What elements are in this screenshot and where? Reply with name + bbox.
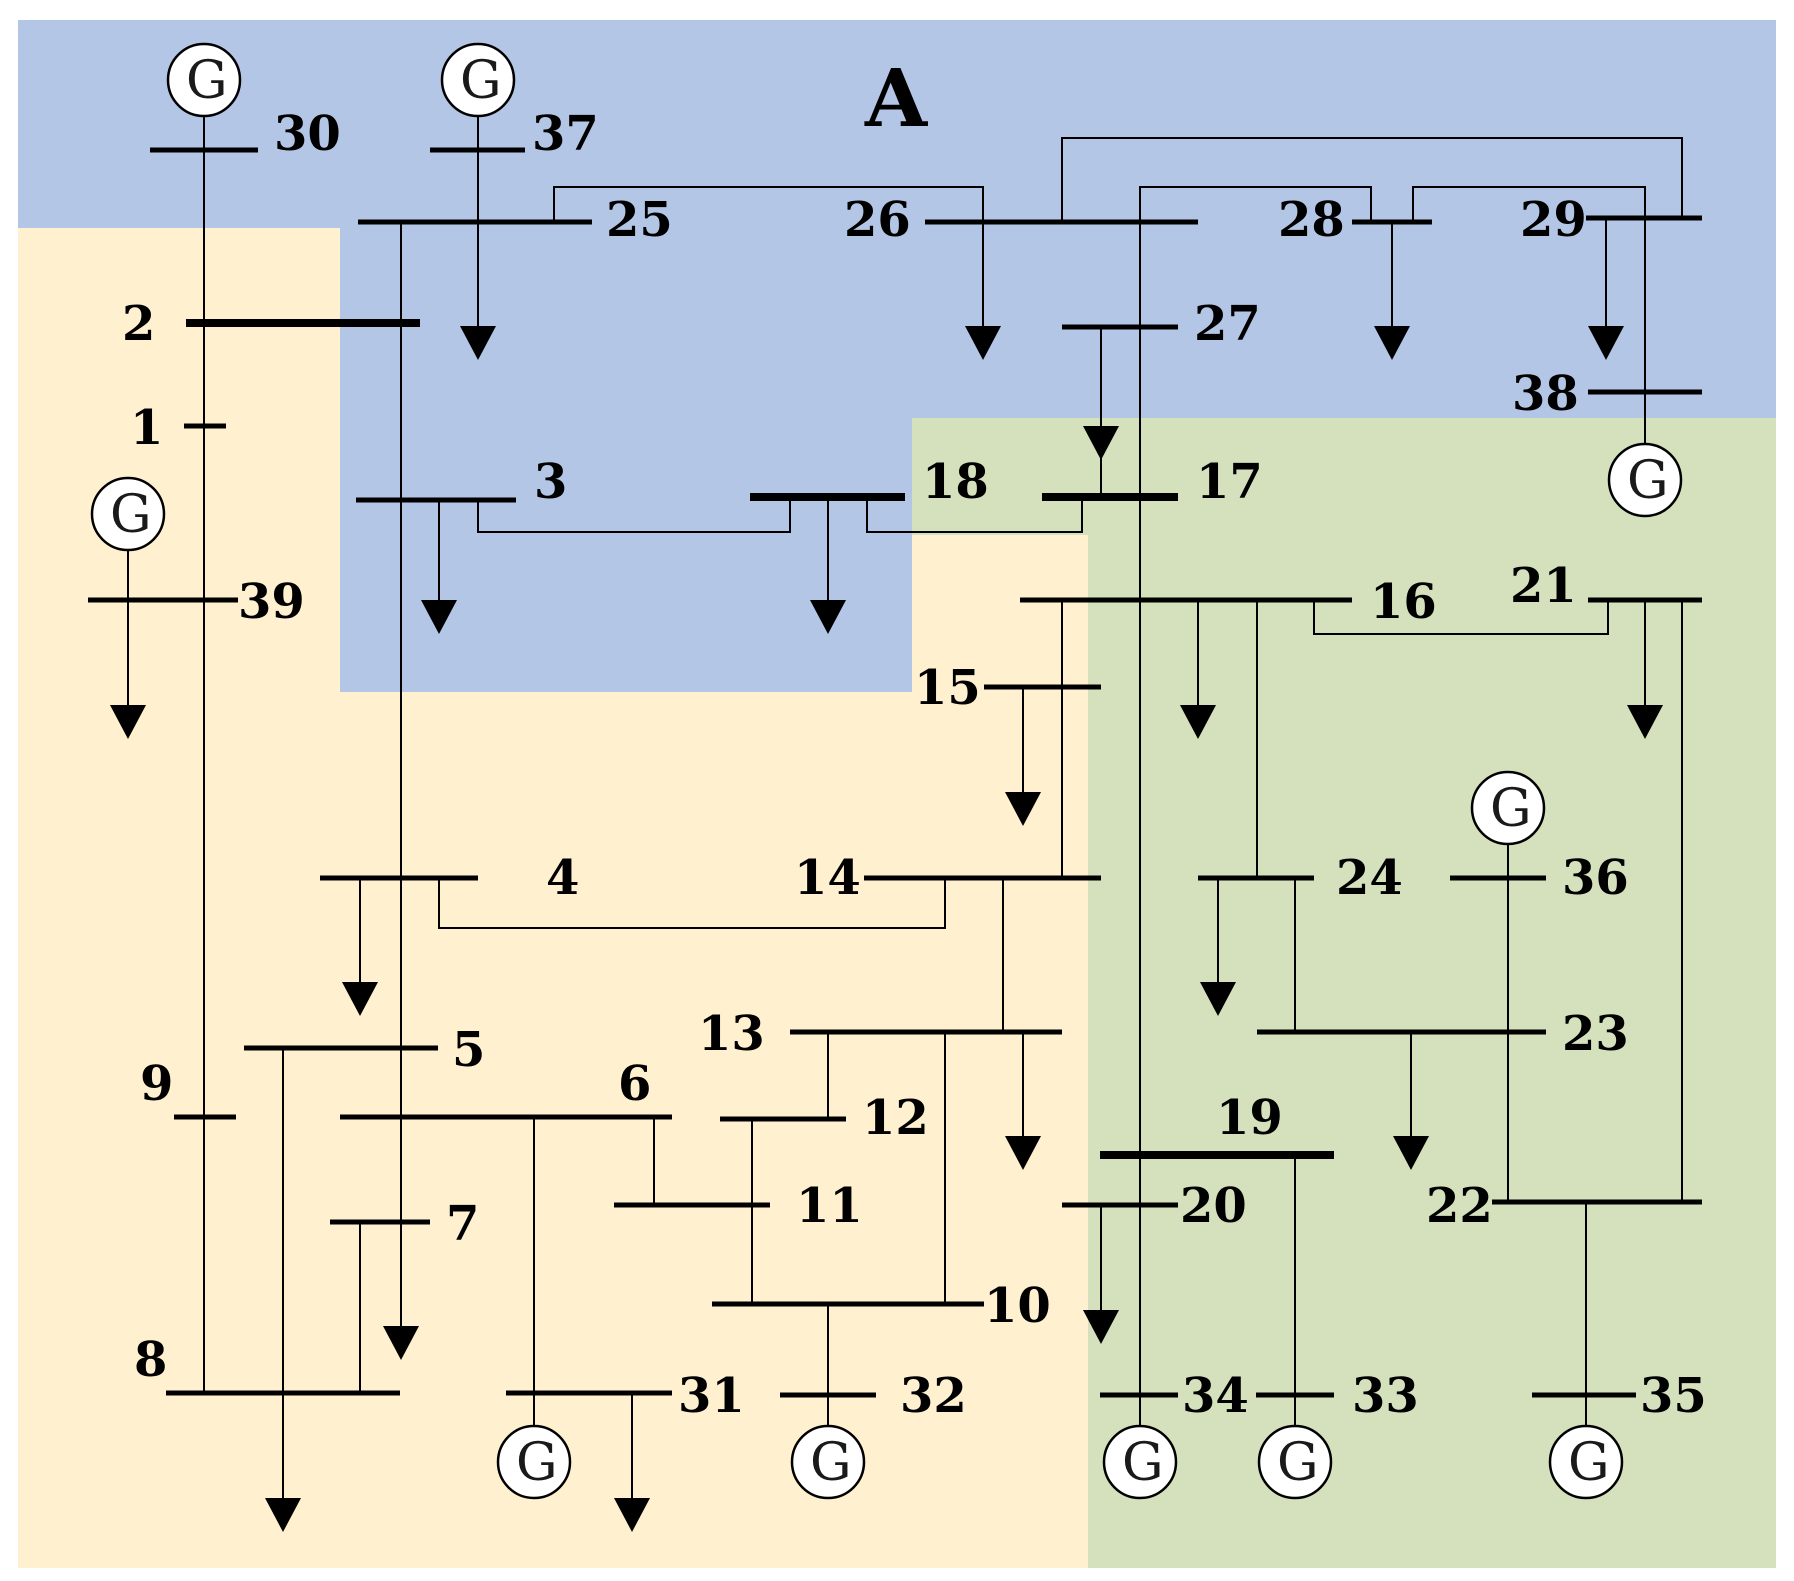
svg-text:G: G <box>810 1433 852 1493</box>
bus-36-label: 36 <box>1562 850 1629 906</box>
bus-6-label: 6 <box>618 1056 651 1112</box>
load-bus-15-arrow <box>1005 687 1041 826</box>
bus-27-label: 27 <box>1194 296 1261 352</box>
svg-text:G: G <box>460 51 502 111</box>
load-bus-29-arrow <box>1588 218 1624 360</box>
bus-14-label: 14 <box>794 850 861 906</box>
bus-9-label: 9 <box>140 1056 173 1112</box>
load-bus-27-arrow <box>1083 327 1119 460</box>
generator-30-icon: G <box>166 42 242 118</box>
load-bus-4-arrow <box>342 878 378 1016</box>
bus-12-label: 12 <box>862 1090 929 1146</box>
bus-23-label: 23 <box>1562 1006 1629 1062</box>
generator-35-icon: G <box>1548 1424 1624 1500</box>
bus-22-label: 22 <box>1426 1178 1493 1234</box>
bus-26-label: 26 <box>844 192 911 248</box>
bus-34-label: 34 <box>1182 1368 1249 1424</box>
bus-15-label: 15 <box>914 660 981 716</box>
area-label: A <box>864 51 928 145</box>
area-green-region <box>912 418 1776 1568</box>
bus-5-label: 5 <box>452 1022 485 1078</box>
buses <box>88 147 1702 1398</box>
bus-21-label: 21 <box>1510 558 1577 614</box>
svg-text:G: G <box>516 1433 558 1493</box>
bus-32-label: 32 <box>900 1368 967 1424</box>
bus-3-label: 3 <box>534 454 567 510</box>
bus-16-label: 16 <box>1370 574 1437 630</box>
svg-text:G: G <box>1490 779 1532 839</box>
bus-20-label: 20 <box>1180 1178 1247 1234</box>
load-bus-28-arrow <box>1374 222 1410 360</box>
bus-29-label: 29 <box>1520 192 1587 248</box>
bus-37-label: 37 <box>532 106 599 162</box>
load-bus-20-arrow <box>1083 1205 1119 1344</box>
load-bus-39-arrow <box>110 597 146 739</box>
bus-labels: 30 37 25 26 28 29 2 27 38 1 3 18 17 39 1… <box>122 106 1707 1424</box>
generator-31-icon: G <box>496 1424 572 1500</box>
bus-31-label: 31 <box>678 1368 745 1424</box>
load-bus-16-arrow <box>1180 600 1216 739</box>
generators: G G G G G G G G G G <box>90 42 1683 1500</box>
bus-38-label: 38 <box>1512 366 1579 422</box>
transmission-lines <box>127 137 1683 1427</box>
bus-19-label: 19 <box>1216 1090 1283 1146</box>
load-bus-26-arrow <box>965 222 1001 360</box>
bus-30-label: 30 <box>274 106 341 162</box>
bus-18-label: 18 <box>922 454 989 510</box>
bus-2-label: 2 <box>122 296 155 352</box>
bus-17-label: 17 <box>1196 454 1263 510</box>
bus-28-label: 28 <box>1278 192 1345 248</box>
load-bus-7-arrow <box>383 1222 419 1360</box>
generator-stubs <box>203 112 1587 1430</box>
bus-8-label: 8 <box>134 1332 167 1388</box>
load-bus-18-arrow <box>810 497 846 634</box>
bus-24-label: 24 <box>1336 850 1403 906</box>
load-bus-23-arrow <box>1393 1032 1429 1170</box>
svg-text:G: G <box>1122 1433 1164 1493</box>
bus-4-label: 4 <box>546 850 579 906</box>
bus-35-label: 35 <box>1640 1368 1707 1424</box>
bus-39-label: 39 <box>238 574 305 630</box>
bus-1-label: 1 <box>130 400 163 456</box>
loads <box>110 218 1663 1532</box>
generator-39-icon: G <box>90 476 166 552</box>
generator-37-icon: G <box>440 42 516 118</box>
bus-10-label: 10 <box>984 1278 1051 1334</box>
load-bus-3-arrow <box>421 500 457 634</box>
load-bus-24-arrow <box>1200 878 1236 1016</box>
bus-33-label: 33 <box>1352 1368 1419 1424</box>
generator-33-icon: G <box>1257 1424 1333 1500</box>
svg-text:G: G <box>110 485 152 545</box>
svg-text:G: G <box>1627 451 1669 511</box>
svg-text:G: G <box>1568 1433 1610 1493</box>
generator-36-icon: G <box>1470 770 1546 846</box>
load-bus-21-arrow <box>1627 600 1663 739</box>
svg-text:G: G <box>186 51 228 111</box>
load-bus-8-arrow <box>265 1393 301 1532</box>
generator-34-icon: G <box>1102 1424 1178 1500</box>
load-bus-31-arrow <box>614 1393 650 1532</box>
area-regions <box>18 20 1776 1568</box>
bus-25-label: 25 <box>606 192 673 248</box>
load-bus-13-arrow <box>1005 1032 1041 1170</box>
svg-text:G: G <box>1277 1433 1319 1493</box>
bus-13-label: 13 <box>698 1006 765 1062</box>
bus-11-label: 11 <box>796 1178 863 1234</box>
load-bus-25-arrow <box>460 222 496 360</box>
generator-32-icon: G <box>790 1424 866 1500</box>
bus-7-label: 7 <box>446 1196 479 1252</box>
generator-38-icon: G <box>1607 442 1683 518</box>
